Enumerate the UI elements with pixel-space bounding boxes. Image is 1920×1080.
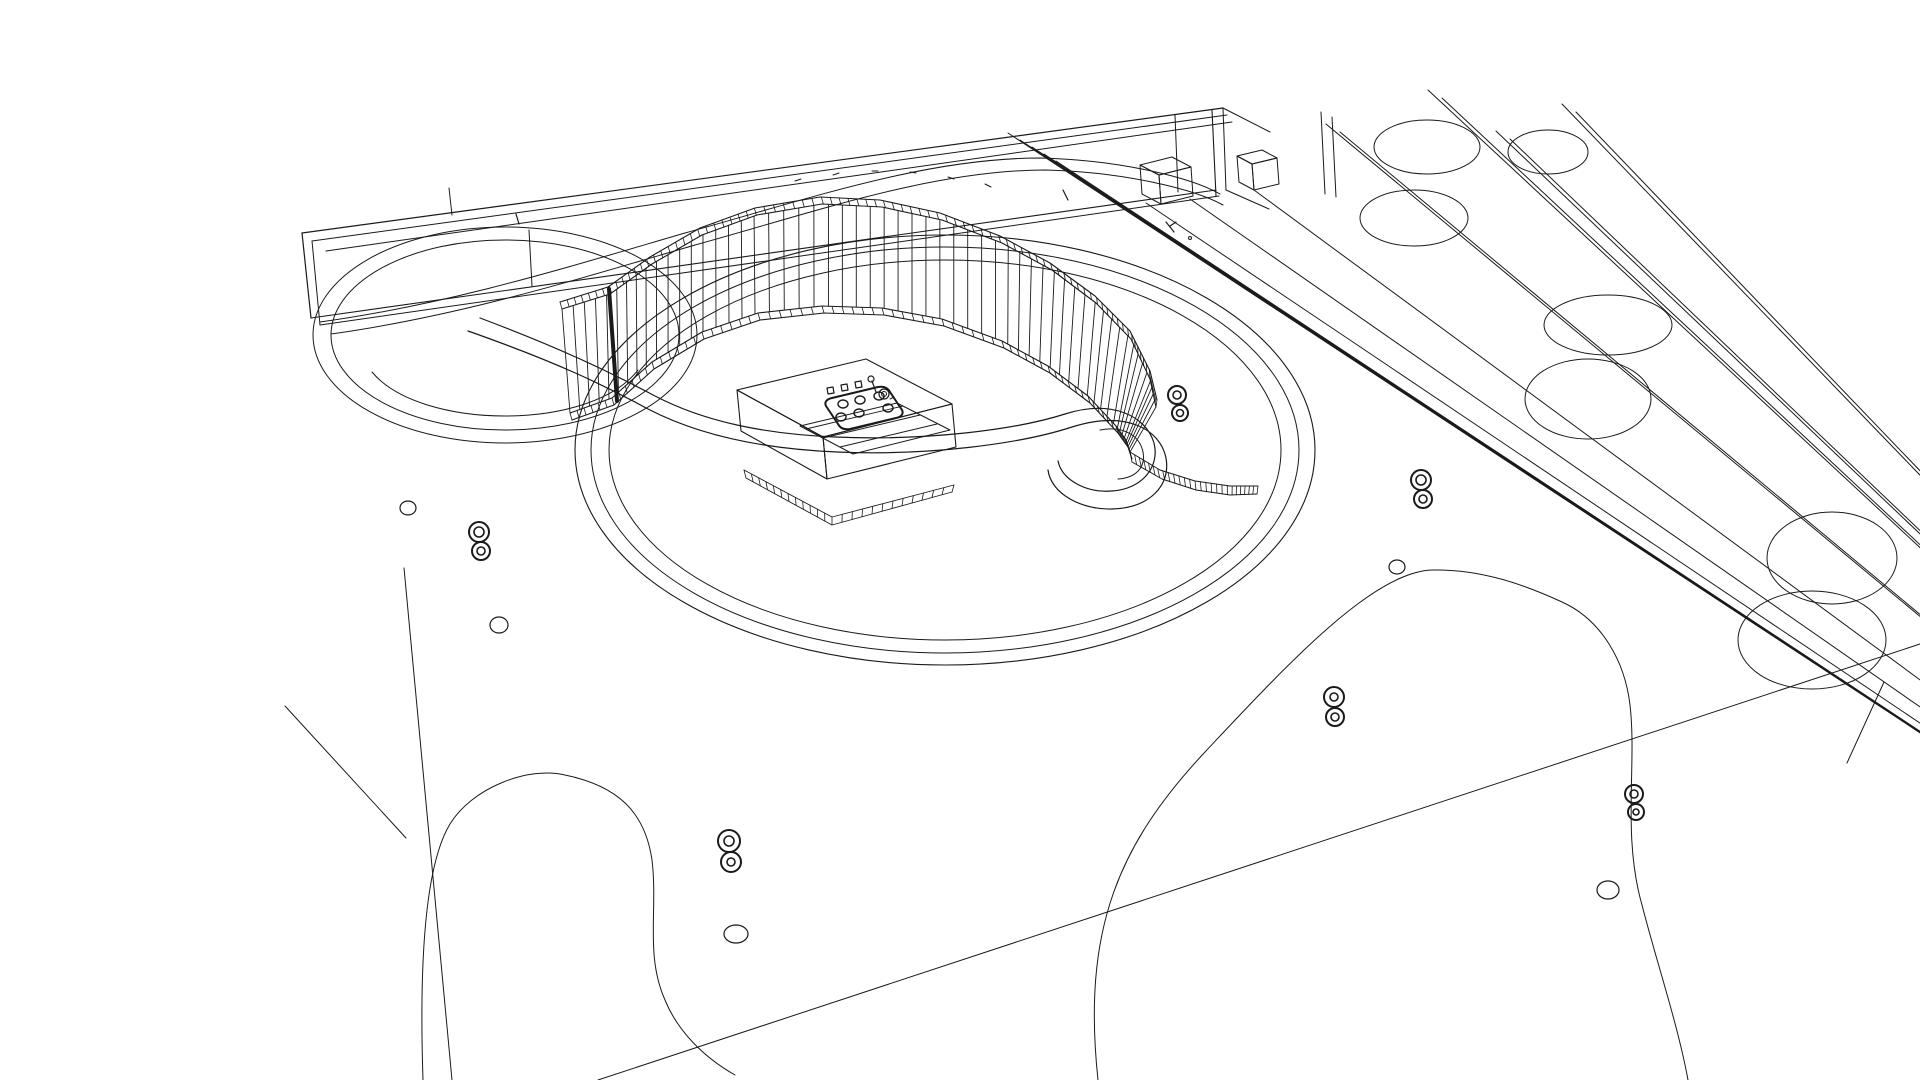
- group-stray-marks: [515, 170, 1192, 240]
- group-terrace-curves: [319, 157, 1224, 335]
- group-small-plants: [399, 500, 1620, 944]
- group-left-planting-bed: [312, 226, 698, 444]
- group-perimeter-wall: [301, 107, 1271, 326]
- group-ground-beds: [421, 569, 1689, 1080]
- group-tree-canopies: [1359, 119, 1898, 690]
- group-shrub-symbols: [468, 385, 1645, 873]
- group-road: [1007, 89, 1920, 764]
- group-plot-boundary: [284, 567, 1920, 1080]
- group-bench-s-curves: [467, 317, 1168, 510]
- group-central-control-table: [736, 358, 957, 526]
- group-curved-railing: [559, 196, 1259, 496]
